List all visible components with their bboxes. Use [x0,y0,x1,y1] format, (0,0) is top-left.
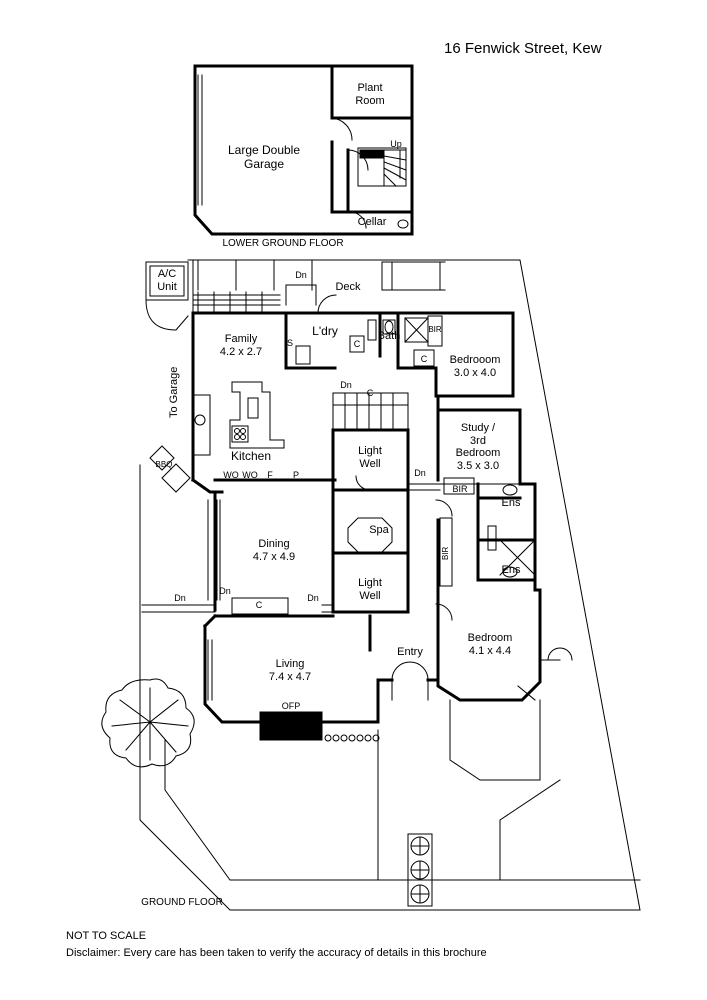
dn-label: Dn [307,593,319,603]
bath-label: Bath [377,330,401,342]
bir-label: BIR [441,546,450,560]
kitchen-label: Kitchen [230,449,272,463]
dn-label: Dn [174,593,186,603]
lower-ground-floor-walls [193,64,414,236]
dn-label: Dn [295,270,307,280]
wo-label: WO [242,470,258,480]
lower-ground-floor-label: LOWER GROUND FLOOR [222,238,344,249]
ground-floor-label: GROUND FLOOR [141,897,223,908]
cupboard-label: C [353,339,361,349]
fireplace [259,711,323,741]
dn-label: Dn [414,468,426,478]
wo-label: WO [223,470,239,480]
laundry-label: L'dry [312,324,338,338]
s-label: S [286,338,294,348]
ensuite-label: Ens [501,497,521,509]
to-garage-label: To Garage [168,366,180,418]
shrubs-icon [407,833,433,907]
address-title: 16 Fenwick Street, Kew [444,40,602,57]
fridge-label: F [267,470,273,480]
cupboard-label: C [255,600,263,610]
bbq-label: BBQ [155,460,173,469]
tree-icon [101,678,195,768]
up-label: Up [390,139,402,149]
cupboard-label: C [420,354,428,364]
entry-label: Entry [397,646,423,658]
stepping-stones [324,734,380,742]
lower-stairs [357,147,407,187]
ensuite-label: Ens [501,564,521,576]
cellar-label: Cellar [357,216,387,228]
ofp-label: OFP [281,701,301,711]
deck-label: Deck [335,281,361,293]
dn-label: Dn [219,586,231,596]
pantry-label: P [292,470,300,480]
bir-label: BIR [452,484,468,494]
cupboard-label: C [366,388,374,398]
disclaimer-note: Disclaimer: Every care has been taken to… [66,947,487,959]
not-to-scale-note: NOT TO SCALE [66,930,147,942]
bir-label: BIR [428,325,442,334]
dn-label: Dn [340,380,352,390]
spa-label: Spa [369,524,389,536]
